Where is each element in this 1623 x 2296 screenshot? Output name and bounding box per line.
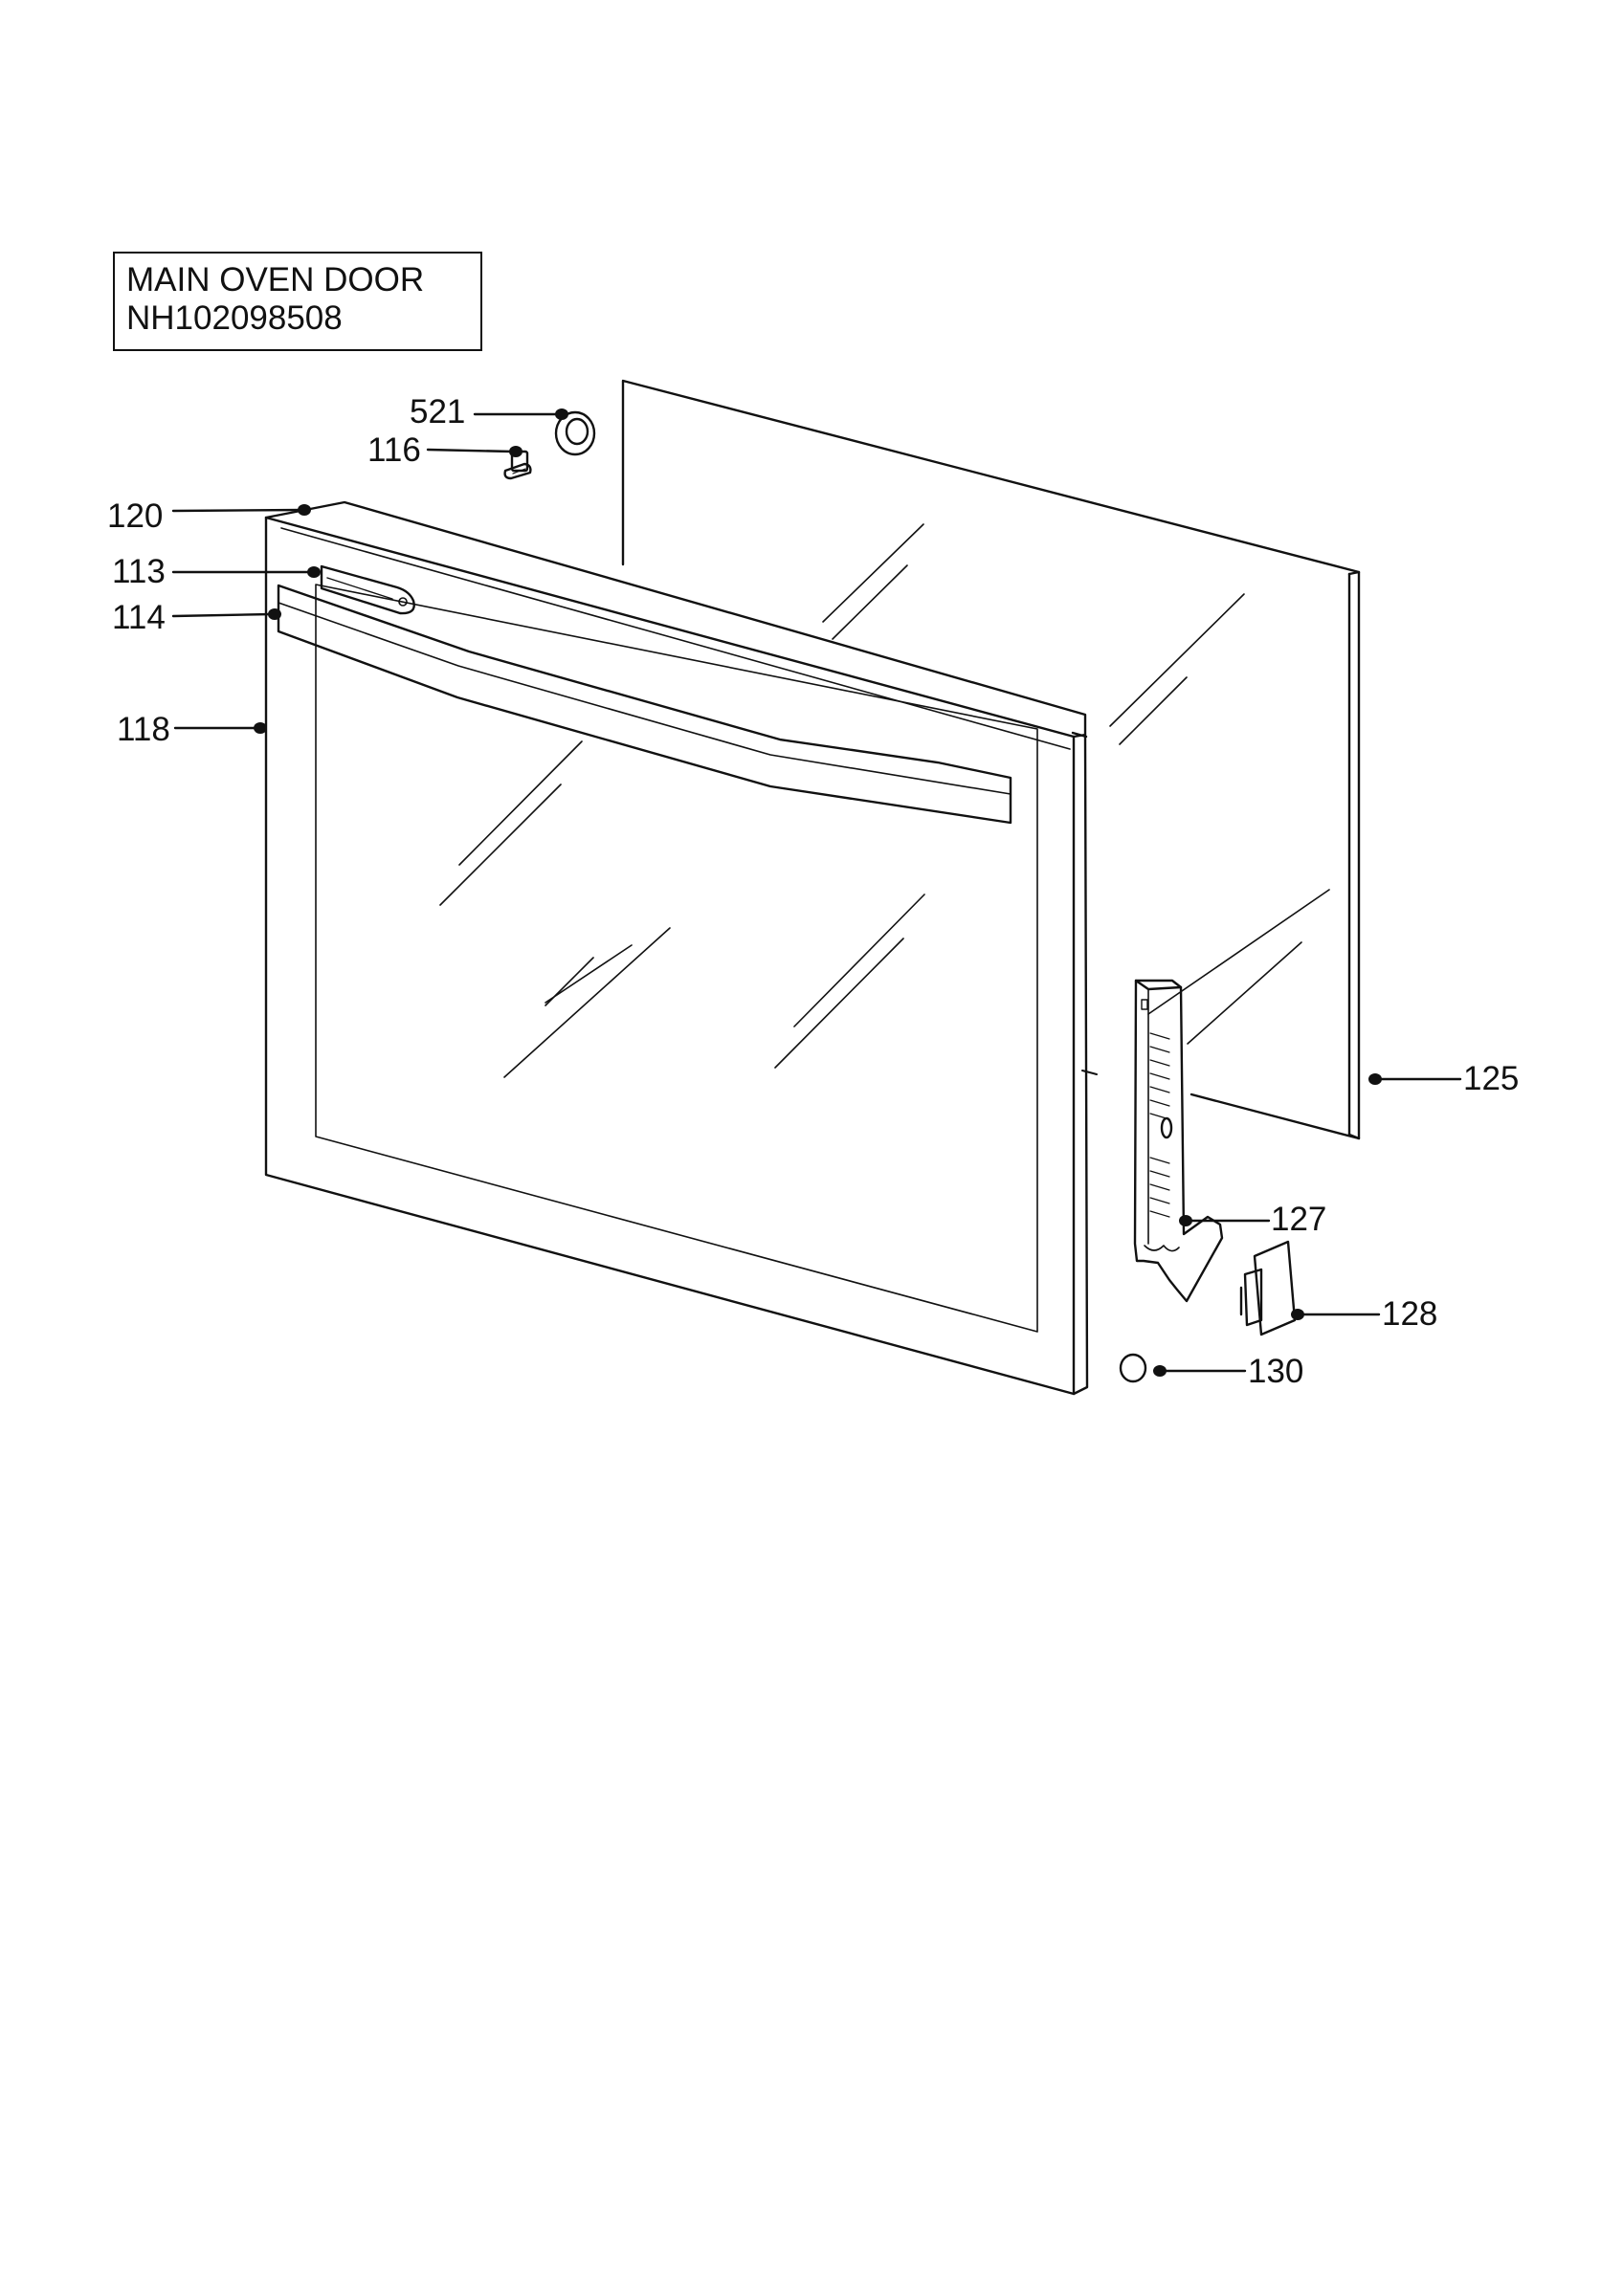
callout-130: 130 — [1248, 1353, 1304, 1390]
callout-128: 128 — [1382, 1295, 1438, 1333]
leader-dots — [254, 408, 1382, 1377]
inner-glass-panel — [621, 379, 1361, 1140]
title-line-1: MAIN OVEN DOOR — [126, 261, 425, 298]
leader-lines — [171, 412, 1462, 1373]
title-line-2: NH102098508 — [126, 299, 343, 337]
callout-114: 114 — [112, 599, 166, 636]
callout-120: 120 — [107, 497, 164, 535]
front-door-frame — [264, 500, 1089, 1396]
washer — [554, 410, 596, 456]
door-hinge — [1133, 979, 1224, 1303]
handle-bracket — [320, 564, 415, 615]
title-box: MAIN OVEN DOOR NH102098508 — [113, 252, 482, 351]
callout-116: 116 — [367, 431, 421, 469]
door-handle — [277, 584, 1012, 825]
callout-118: 118 — [117, 711, 170, 748]
cap — [1119, 1353, 1147, 1383]
callout-127: 127 — [1271, 1201, 1327, 1238]
callout-113: 113 — [112, 553, 166, 590]
callout-125: 125 — [1463, 1060, 1520, 1097]
callout-521: 521 — [410, 393, 466, 430]
hinge-cover — [1239, 1240, 1297, 1336]
